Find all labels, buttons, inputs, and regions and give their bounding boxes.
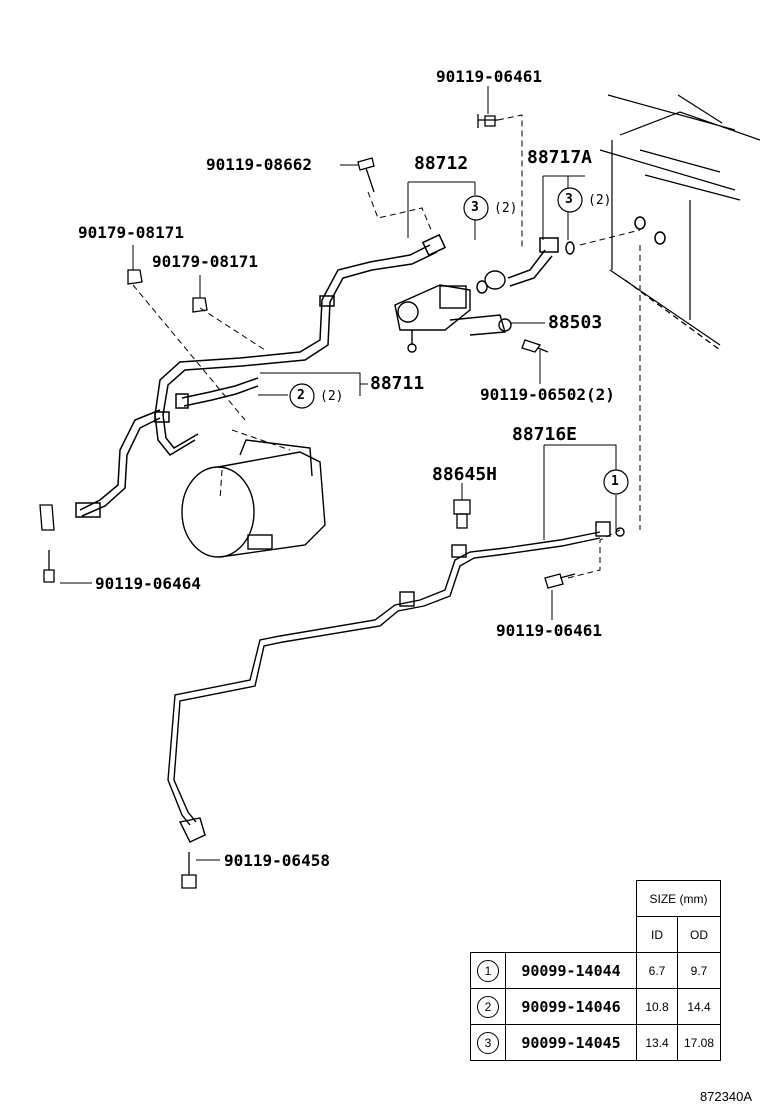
ac-compressor [181,439,326,558]
row-part-number: 90099-14045 [505,1024,637,1061]
row-mark: 1 [477,959,499,982]
part-label-90119-06458: 90119-06458 [224,851,330,870]
callout-mark-3: 3 [471,200,479,215]
oring-size-table: SIZE (mm) ID OD 1 90099-14044 6.7 9.7 2 … [470,880,722,1061]
row-mark: 3 [477,1031,499,1054]
hose-88717A [507,216,666,287]
row-od: 9.7 [676,952,722,989]
row-od: 17.08 [676,1024,722,1061]
size-header: SIZE (mm) [635,880,722,917]
callout-mark-2: 2 [297,388,305,403]
part-label-90119-06464: 90119-06464 [95,574,201,593]
part-label-90119-06461-top: 90119-06461 [436,67,542,86]
part-label-88712: 88712 [414,153,469,174]
row-id: 13.4 [636,1024,678,1061]
switch-88645H [453,499,471,529]
id-header: ID [636,916,678,953]
callout-qty: (2) [588,193,612,208]
callout-qty: (2) [320,389,344,404]
tube-88716E [167,521,625,843]
part-label-90179-08171-a: 90179-08171 [78,223,184,242]
row-od: 14.4 [676,988,722,1025]
callout-mark-3: 3 [565,192,573,207]
part-label-90179-08171-b: 90179-08171 [152,252,258,271]
callout-circles [289,187,629,495]
part-label-90119-06502: 90119-06502(2) [480,385,615,404]
dashed-leaders [132,114,641,579]
solid-leaders [60,86,617,861]
row-mark: 2 [477,995,499,1018]
callout-mark-1: 1 [611,474,619,489]
fasteners [39,114,576,889]
od-header: OD [676,916,722,953]
part-label-88717A: 88717A [527,147,593,168]
row-id: 6.7 [636,952,678,989]
hose-assembly-88711 [75,377,259,518]
row-part-number: 90099-14044 [505,952,637,989]
part-label-88716E: 88716E [512,424,578,445]
hose-assembly-88712 [154,233,447,456]
row-id: 10.8 [636,988,678,1025]
part-label-88503: 88503 [548,312,603,333]
part-label-90119-06461-bottom: 90119-06461 [496,621,602,640]
table-row: 1 90099-14044 6.7 9.7 [470,952,722,989]
drawing-code: 872340A [699,1089,752,1104]
callout-qty: (2) [494,201,518,216]
row-part-number: 90099-14046 [505,988,637,1025]
body-panel-outline [599,94,760,351]
part-label-88645H: 88645H [432,464,498,485]
valve-88503 [394,270,512,353]
table-row: 3 90099-14045 13.4 17.08 [470,1024,722,1061]
part-label-88711: 88711 [370,373,425,394]
table-row: 2 90099-14046 10.8 14.4 [470,988,722,1025]
part-label-90119-08662: 90119-08662 [206,155,312,174]
